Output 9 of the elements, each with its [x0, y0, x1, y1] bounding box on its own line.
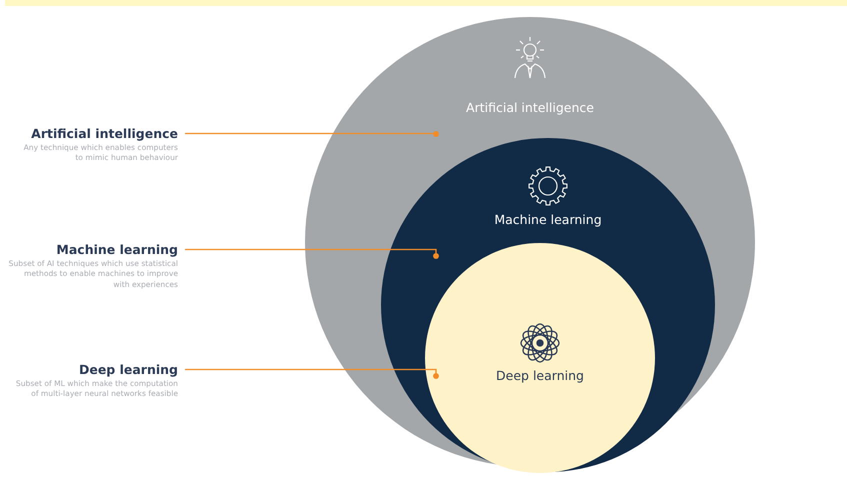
leader-line	[185, 248, 439, 259]
circle-label: Artificial intelligence	[466, 100, 594, 115]
term-heading: Deep learning	[78, 362, 178, 377]
circle-label: Deep learning	[496, 368, 584, 383]
term-heading: Machine learning	[56, 242, 178, 257]
circle-label: Machine learning	[494, 212, 602, 227]
leader-line	[185, 131, 439, 137]
leader-line	[185, 368, 439, 379]
term-heading: Artificial intelligence	[31, 126, 178, 141]
